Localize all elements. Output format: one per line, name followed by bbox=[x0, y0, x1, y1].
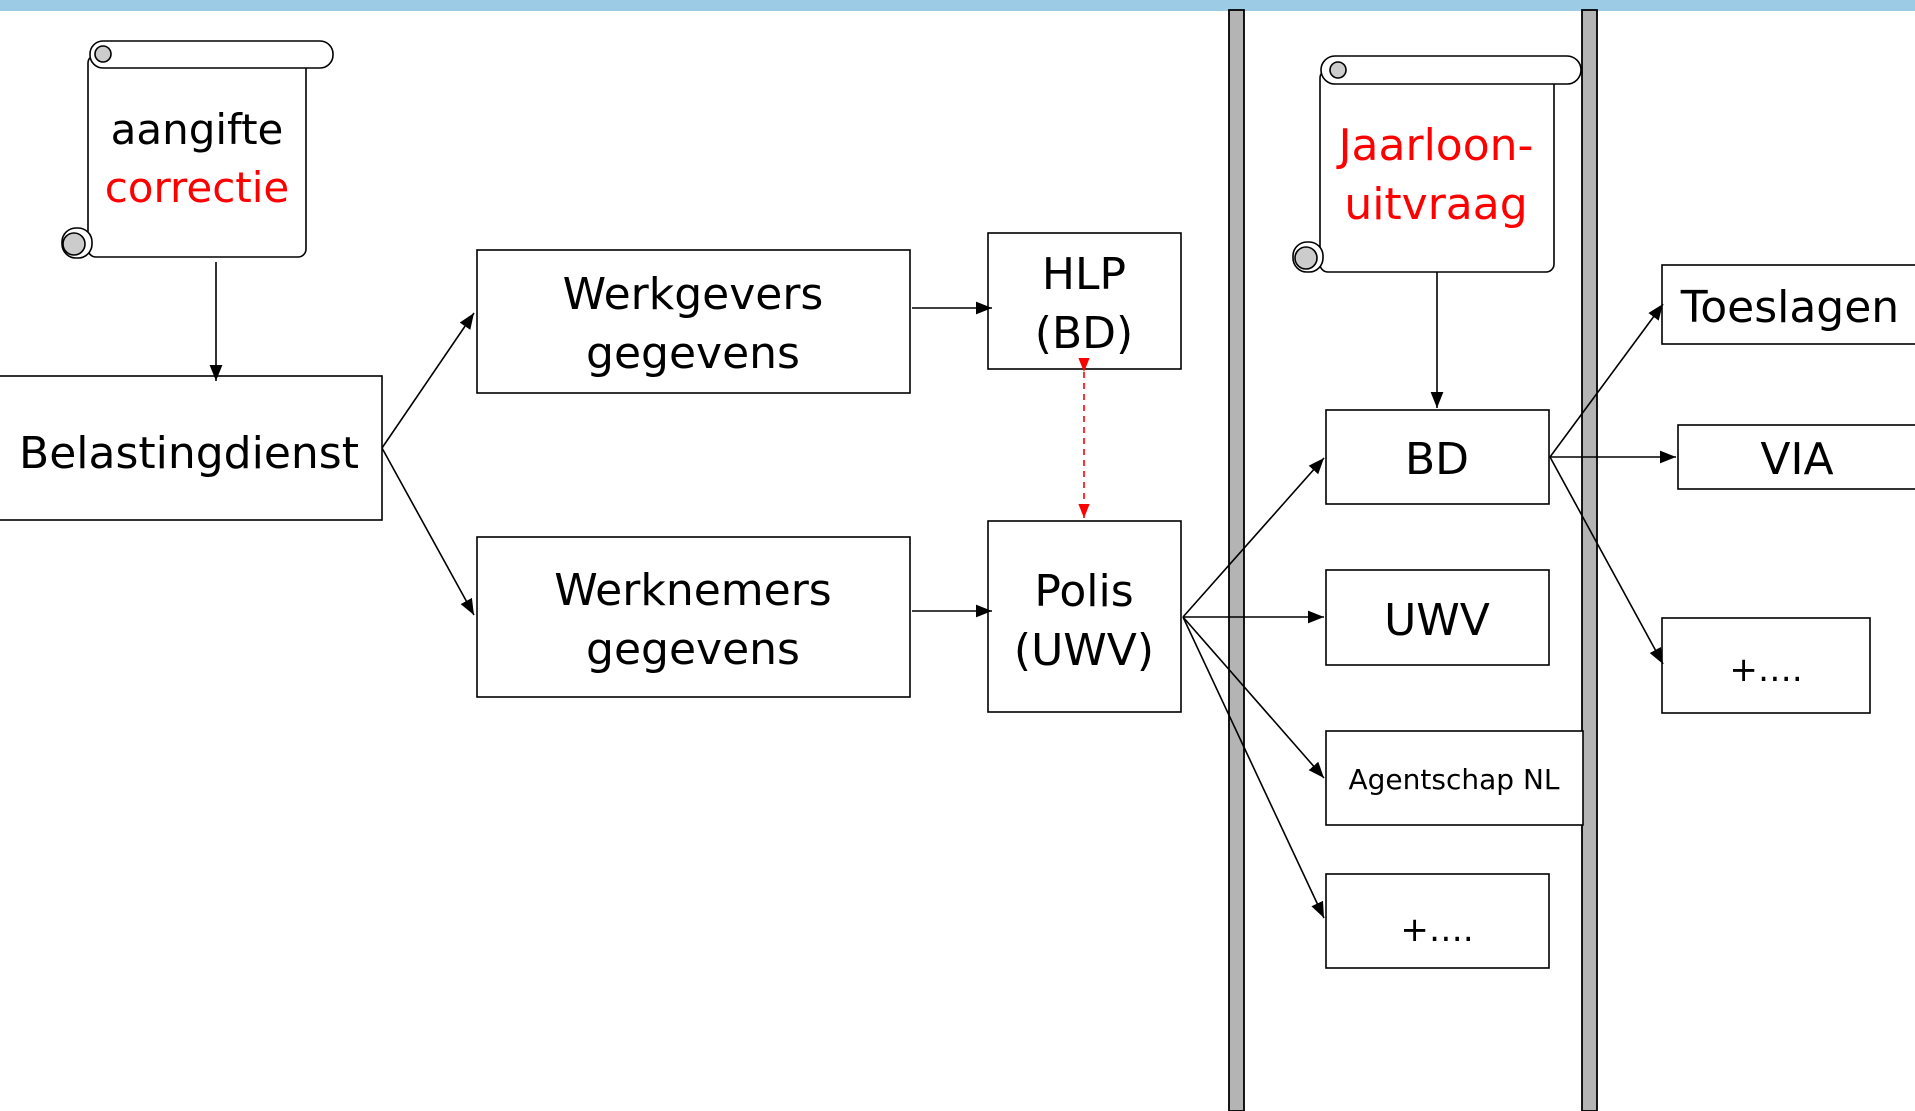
svg-text:UWV: UWV bbox=[1384, 595, 1490, 646]
top-accent-bar bbox=[0, 0, 1915, 11]
svg-text:BD: BD bbox=[1405, 434, 1469, 485]
edge-bd-to-more-right bbox=[1549, 456, 1664, 665]
pillar-right bbox=[1581, 9, 1598, 1111]
edge-belastingdienst-to-werknemers bbox=[381, 447, 475, 616]
edge-polis-to-bd bbox=[1182, 457, 1325, 618]
jaarloon-uitvraag-scroll: Jaarloon- uitvraag bbox=[1292, 55, 1582, 273]
scroll-label-aangifte: aangifte bbox=[111, 105, 284, 154]
svg-text:Agentschap NL: Agentschap NL bbox=[1349, 763, 1560, 796]
bd-node: BD bbox=[1325, 409, 1550, 505]
scroll-label-uitvraag: uitvraag bbox=[1344, 179, 1527, 230]
scroll-label-jaarloon: Jaarloon- bbox=[1336, 120, 1534, 171]
svg-text:Toeslagen: Toeslagen bbox=[1680, 282, 1899, 333]
edge-belastingdienst-to-werkgevers bbox=[381, 312, 475, 449]
werkgevers-node: Werkgevers gegevens bbox=[476, 249, 911, 394]
edge-polis-to-agentschap bbox=[1182, 616, 1325, 779]
svg-text:(UWV): (UWV) bbox=[1014, 625, 1154, 676]
svg-text:(BD): (BD) bbox=[1035, 308, 1133, 359]
uwv-node: UWV bbox=[1325, 569, 1550, 666]
svg-text:+….: +…. bbox=[1400, 910, 1473, 950]
edge-polis-to-more-middle bbox=[1182, 616, 1325, 919]
via-node: VIA bbox=[1677, 424, 1915, 490]
agentschap-node: Agentschap NL bbox=[1325, 730, 1584, 826]
toeslagen-node: Toeslagen bbox=[1661, 264, 1915, 345]
belastingdienst-node: Belastingdienst bbox=[0, 375, 383, 521]
svg-text:HLP: HLP bbox=[1042, 249, 1126, 300]
svg-text:Polis: Polis bbox=[1034, 566, 1133, 617]
svg-text:Werkgevers: Werkgevers bbox=[563, 269, 824, 320]
polis-node: Polis (UWV) bbox=[987, 520, 1182, 713]
werknemers-node: Werknemers gegevens bbox=[476, 536, 911, 698]
aangifte-correctie-scroll: aangifte correctie bbox=[61, 40, 334, 259]
scroll-label-correctie: correctie bbox=[105, 163, 290, 212]
svg-text:Werknemers: Werknemers bbox=[554, 565, 831, 616]
svg-text:+….: +…. bbox=[1729, 650, 1802, 690]
svg-text:VIA: VIA bbox=[1760, 434, 1833, 485]
svg-text:gegevens: gegevens bbox=[586, 624, 800, 675]
svg-text:Belastingdienst: Belastingdienst bbox=[19, 428, 359, 479]
more-middle-node: +…. bbox=[1325, 873, 1550, 969]
edge-bd-to-toeslagen bbox=[1549, 303, 1664, 458]
more-right-node: +…. bbox=[1661, 617, 1871, 714]
pillar-left bbox=[1228, 9, 1245, 1111]
hlp-node: HLP (BD) bbox=[987, 232, 1182, 370]
svg-text:gegevens: gegevens bbox=[586, 328, 800, 379]
